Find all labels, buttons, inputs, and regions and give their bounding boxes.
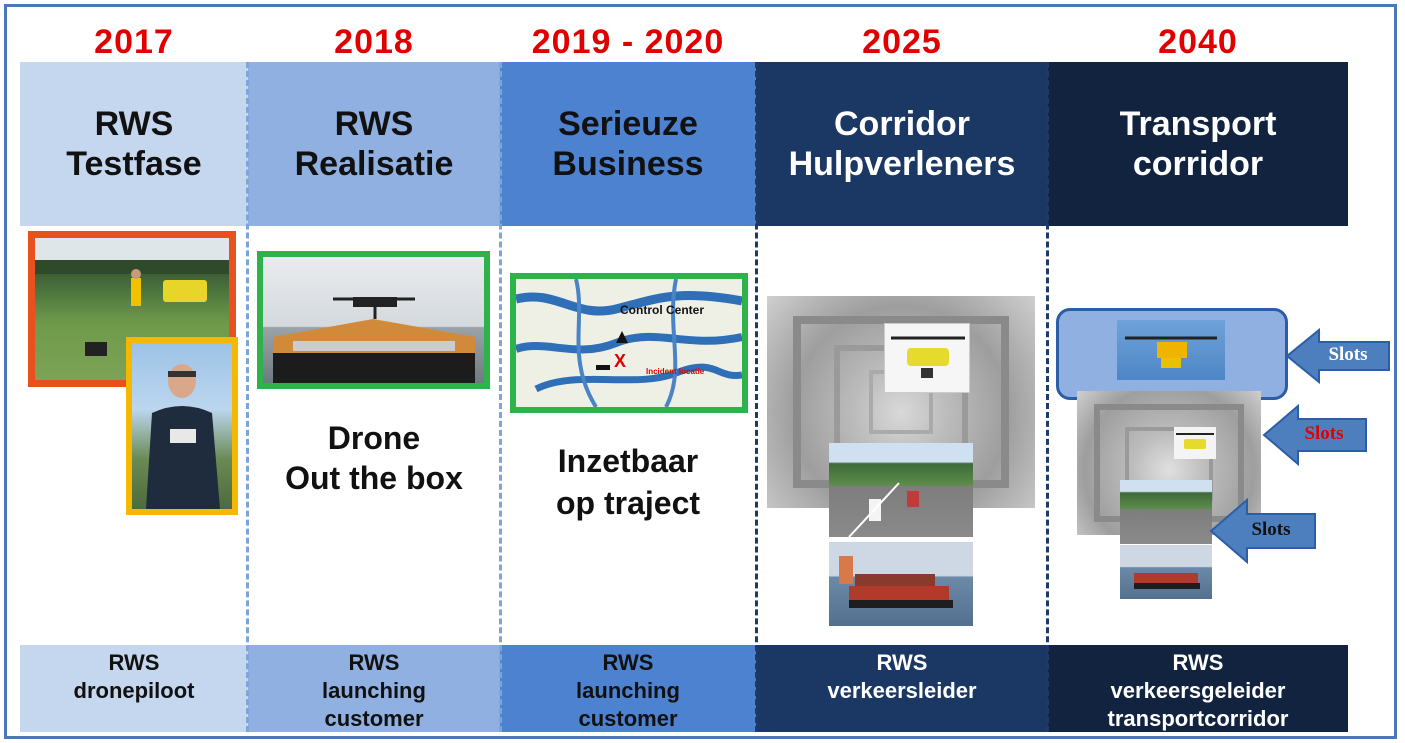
caption-inzetbaar-op-traject: Inzetbaar op traject (500, 440, 756, 524)
caption-line: op traject (555, 485, 701, 521)
delivery-drone-photo (1117, 320, 1225, 380)
stage-line: Corridor (834, 105, 970, 143)
pilot-portrait-icon (146, 364, 220, 509)
cargo-ship-photo (829, 542, 973, 626)
stage-line: Transport (1119, 105, 1277, 143)
role-line: RWS (348, 650, 400, 675)
role-line: customer (578, 706, 678, 731)
slots-arrow-middle (1262, 404, 1367, 466)
outer-frame (4, 4, 1397, 739)
slots-arrow-bottom (1209, 498, 1316, 564)
highway-photo (829, 443, 973, 537)
role-verkeersgeleider: RWS verkeersgeleider transportcorridor (1048, 645, 1348, 732)
slots-label-top: Slots (1328, 344, 1368, 365)
stage-testfase: RWS Testfase (20, 62, 248, 226)
role-launching-customer-2019: RWS launching customer (500, 645, 756, 732)
year-2040: 2040 (1158, 23, 1238, 61)
caption-line: Inzetbaar (557, 443, 699, 479)
stage-line: Hulpverleners (788, 145, 1016, 183)
cargo-ship-photo-small (1120, 545, 1212, 599)
role-verkeersleider: RWS verkeersleider (756, 645, 1048, 732)
cargo-ship-icon (1134, 573, 1200, 589)
yellow-drone-icon (1176, 433, 1214, 449)
role-line: customer (324, 706, 424, 731)
year-2025: 2025 (862, 23, 942, 61)
column-divider (499, 62, 502, 732)
drone-pilot-portrait-photo (126, 337, 238, 515)
slots-arrow-top (1285, 328, 1390, 384)
role-line: RWS (108, 650, 160, 675)
caption-line: Out the box (285, 460, 463, 496)
slots-label-middle: Slots (1304, 423, 1344, 444)
stage-serieuze-business: Serieuze Business (500, 62, 756, 226)
role-line: launching (322, 678, 426, 703)
stage-transport-corridor: Transport corridor (1048, 62, 1348, 226)
yellow-drone-photo (884, 323, 970, 393)
stage-line: Realisatie (294, 145, 454, 183)
column-divider (1046, 62, 1049, 732)
year-2017: 2017 (94, 23, 174, 61)
role-dronepiloot: RWS dronepiloot (20, 645, 248, 732)
highway-photo-small (1120, 480, 1212, 544)
caption-line: Drone (327, 420, 421, 456)
role-launching-customer-2018: RWS launching customer (248, 645, 500, 732)
traject-map: X Control Center Incident locatie (510, 273, 748, 413)
stage-line: Serieuze (558, 105, 698, 143)
stage-line: RWS (334, 105, 414, 143)
role-line: RWS (876, 650, 928, 675)
role-line: RWS (602, 650, 654, 675)
slots-label-bottom: Slots (1251, 519, 1291, 540)
stage-line: Business (552, 145, 704, 183)
stage-line: Testfase (66, 145, 202, 183)
role-line: RWS (1172, 650, 1224, 675)
yellow-drone-icon (891, 336, 965, 378)
column-divider (246, 62, 249, 732)
role-line: launching (576, 678, 680, 703)
river-map-icon: X (516, 279, 742, 407)
role-line: verkeersleider (827, 678, 977, 703)
map-label-incident-locatie: Incident locatie (646, 367, 705, 376)
stage-line: RWS (94, 105, 174, 143)
drone-box-photo (257, 251, 490, 389)
year-2018: 2018 (334, 23, 414, 61)
role-line: verkeersgeleider (1110, 678, 1286, 703)
drone-landing-box-icon (273, 297, 475, 383)
cargo-ship-icon (839, 556, 953, 608)
svg-text:X: X (614, 351, 626, 371)
year-2019-2020: 2019 - 2020 (531, 23, 725, 61)
stage-corridor-hulpverleners: Corridor Hulpverleners (756, 62, 1048, 226)
delivery-drone-icon (1125, 336, 1217, 368)
role-line: transportcorridor (1107, 706, 1289, 731)
small-yellow-drone-photo (1174, 427, 1216, 459)
stage-realisatie: RWS Realisatie (248, 62, 500, 226)
highway-icon (848, 482, 919, 537)
map-label-control-center: Control Center (620, 303, 704, 317)
role-line: dronepiloot (73, 678, 195, 703)
stage-line: corridor (1132, 145, 1264, 183)
caption-drone-out-the-box: Drone Out the box (248, 418, 500, 498)
column-divider (755, 62, 758, 732)
field-scene-icon (35, 260, 229, 356)
